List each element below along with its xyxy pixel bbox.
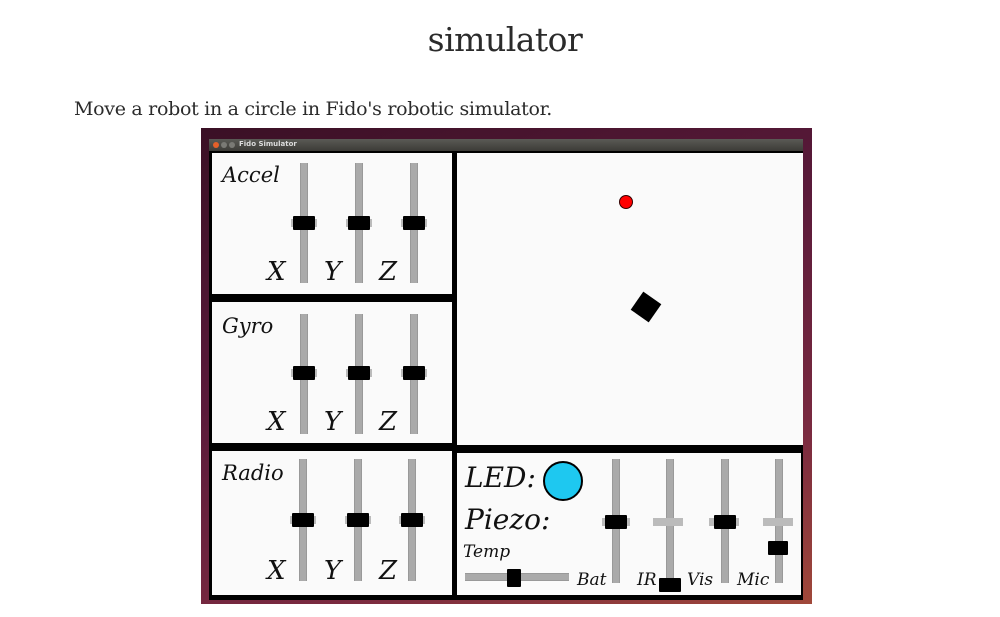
slider-center-tick — [763, 518, 793, 526]
axis-label-z: Z — [379, 556, 398, 586]
accel-label: Accel — [222, 163, 280, 187]
axis-label-z: Z — [379, 257, 398, 287]
mic-label: Mic — [737, 570, 770, 590]
slider-thumb[interactable] — [659, 578, 681, 592]
close-icon[interactable] — [213, 142, 219, 148]
bat-label: Bat — [577, 570, 607, 590]
slider-thumb[interactable] — [348, 366, 370, 380]
axis-label-x: X — [267, 257, 286, 287]
status-panel: LED: Piezo: Temp Bat IR Vis — [457, 453, 801, 595]
axis-label-y: Y — [324, 556, 342, 586]
radio-panel: Radio X Y Z — [212, 451, 452, 595]
slider-thumb[interactable] — [403, 216, 425, 230]
slider-thumb[interactable] — [605, 515, 627, 529]
led-label: LED: — [465, 461, 536, 494]
slider-thumb[interactable] — [714, 515, 736, 529]
slider-center-tick — [653, 518, 683, 526]
axis-label-y: Y — [324, 257, 342, 287]
simulator-window: Fido Simulator Accel X Y Z — [209, 139, 803, 600]
page-description: Move a robot in a circle in Fido's robot… — [74, 98, 553, 120]
slider-thumb[interactable] — [401, 513, 423, 527]
piezo-label: Piezo: — [465, 503, 551, 536]
desktop-background: Fido Simulator Accel X Y Z — [201, 128, 812, 604]
vis-label: Vis — [687, 570, 714, 590]
slider-thumb[interactable] — [292, 513, 314, 527]
slider-thumb[interactable] — [293, 216, 315, 230]
slider-thumb[interactable] — [403, 366, 425, 380]
maximize-icon[interactable] — [229, 142, 235, 148]
target-marker — [619, 195, 633, 209]
temp-label: Temp — [463, 542, 511, 562]
axis-label-z: Z — [379, 407, 398, 437]
window-titlebar[interactable]: Fido Simulator — [209, 139, 803, 151]
ir-label: IR — [637, 570, 657, 590]
slider-thumb[interactable] — [348, 216, 370, 230]
axis-label-x: X — [267, 407, 286, 437]
slider-thumb[interactable] — [768, 541, 788, 555]
minimize-icon[interactable] — [221, 142, 227, 148]
slider-thumb[interactable] — [347, 513, 369, 527]
gyro-label: Gyro — [222, 314, 274, 338]
slider-thumb[interactable] — [293, 366, 315, 380]
accel-panel: Accel X Y Z — [212, 153, 452, 294]
window-title: Fido Simulator — [239, 140, 297, 148]
led-indicator — [543, 461, 583, 501]
robot[interactable] — [630, 291, 662, 323]
slider-thumb[interactable] — [507, 569, 521, 587]
axis-label-x: X — [267, 556, 286, 586]
page-title: simulator — [427, 20, 583, 59]
radio-label: Radio — [222, 461, 284, 485]
simulation-world[interactable] — [457, 153, 803, 445]
axis-label-y: Y — [324, 407, 342, 437]
gyro-panel: Gyro X Y Z — [212, 302, 452, 443]
